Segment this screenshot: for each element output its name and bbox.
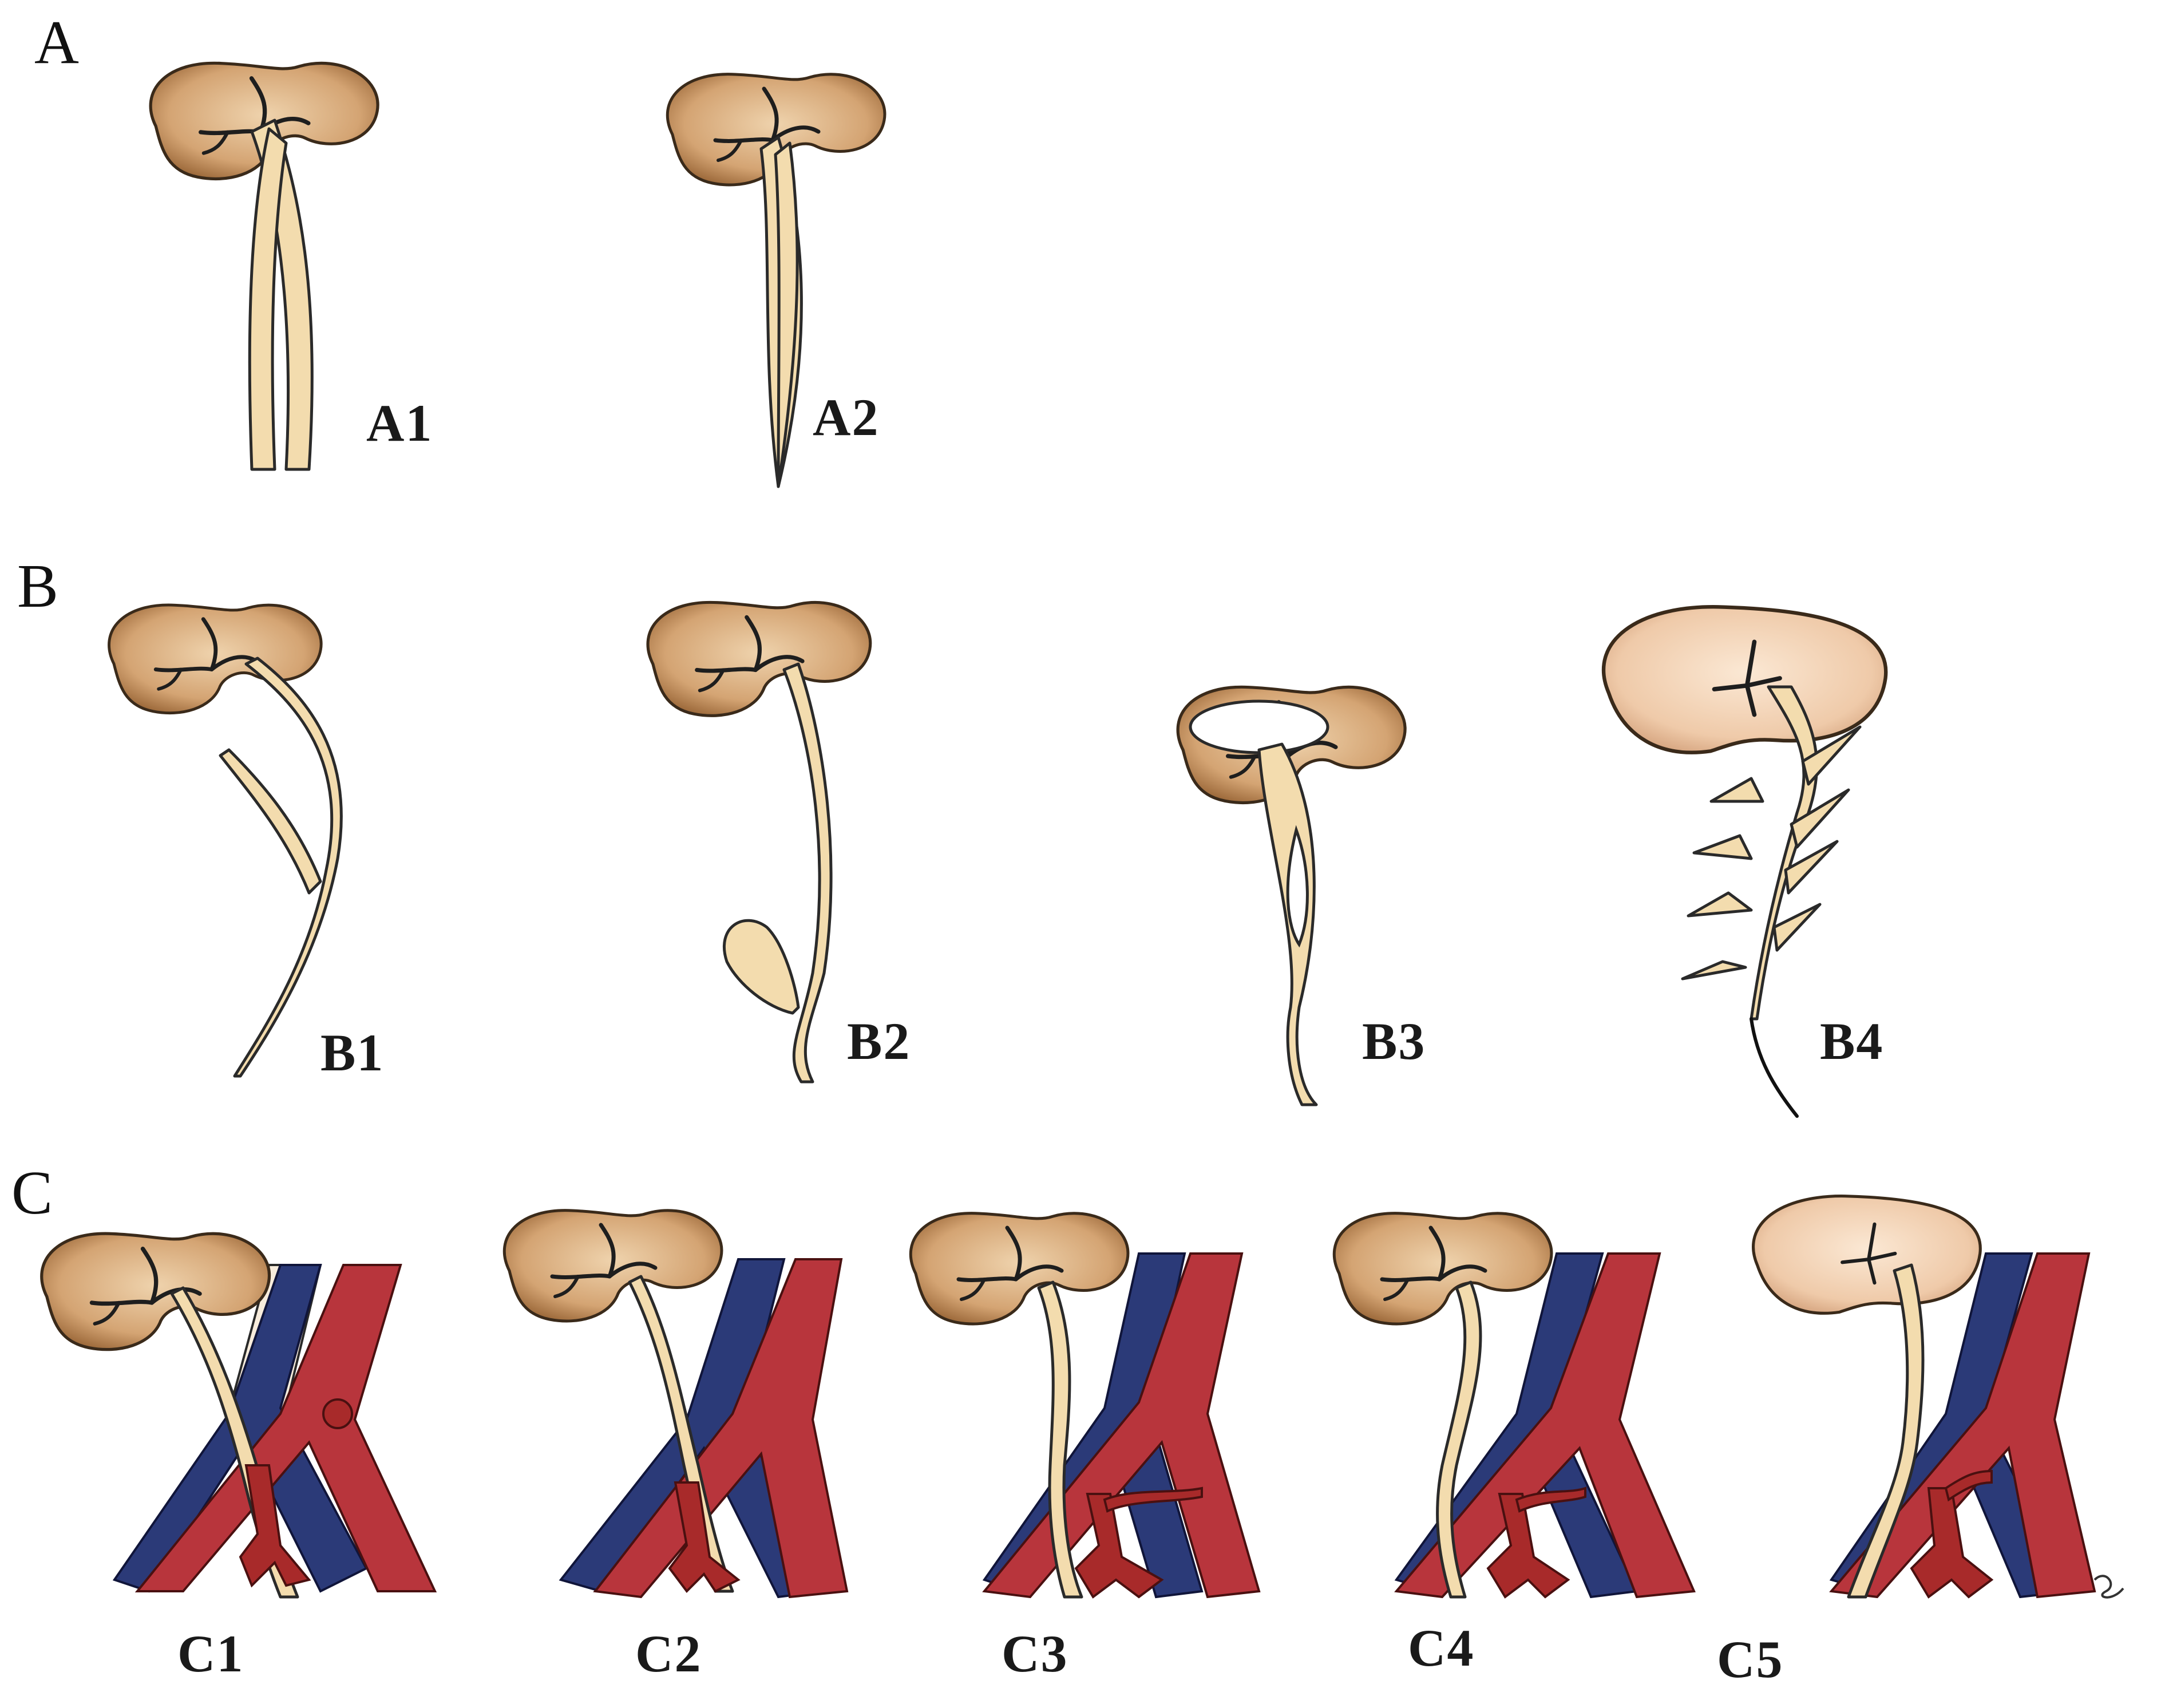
panel-label-b1: B1 (320, 1023, 384, 1082)
panel-label-c4: C4 (1408, 1619, 1474, 1677)
panel-label-c3: C3 (1002, 1624, 1068, 1683)
section-letter-a: A (34, 9, 79, 77)
panel-b4-drawing (1604, 607, 1886, 1118)
panel-label-b3: B3 (1362, 1012, 1426, 1070)
panel-b2-drawing (648, 602, 870, 1084)
panel-label-c2: C2 (635, 1624, 702, 1683)
panel-label-c1: C1 (177, 1624, 244, 1683)
panel-c4-drawing (1334, 1213, 1696, 1599)
panel-label-b2: B2 (847, 1012, 911, 1070)
panel-label-a1: A1 (366, 394, 433, 452)
panel-c3-drawing (911, 1213, 1261, 1599)
panel-c5-drawing (1754, 1196, 2096, 1599)
panel-b1-drawing (109, 605, 343, 1078)
panel-label-c5: C5 (1717, 1630, 1783, 1689)
artist-signature-icon (2093, 1575, 2124, 1599)
section-letter-b: B (17, 552, 58, 620)
panel-a1-drawing (151, 63, 378, 471)
panel-a2-drawing (667, 74, 885, 488)
panel-c2-drawing (504, 1211, 849, 1599)
panel-label-b4: B4 (1820, 1012, 1883, 1070)
panel-label-a2: A2 (813, 388, 879, 446)
panel-c1-drawing (42, 1233, 437, 1599)
panel-b3-drawing (1178, 687, 1405, 1106)
section-letter-c: C (11, 1159, 53, 1227)
